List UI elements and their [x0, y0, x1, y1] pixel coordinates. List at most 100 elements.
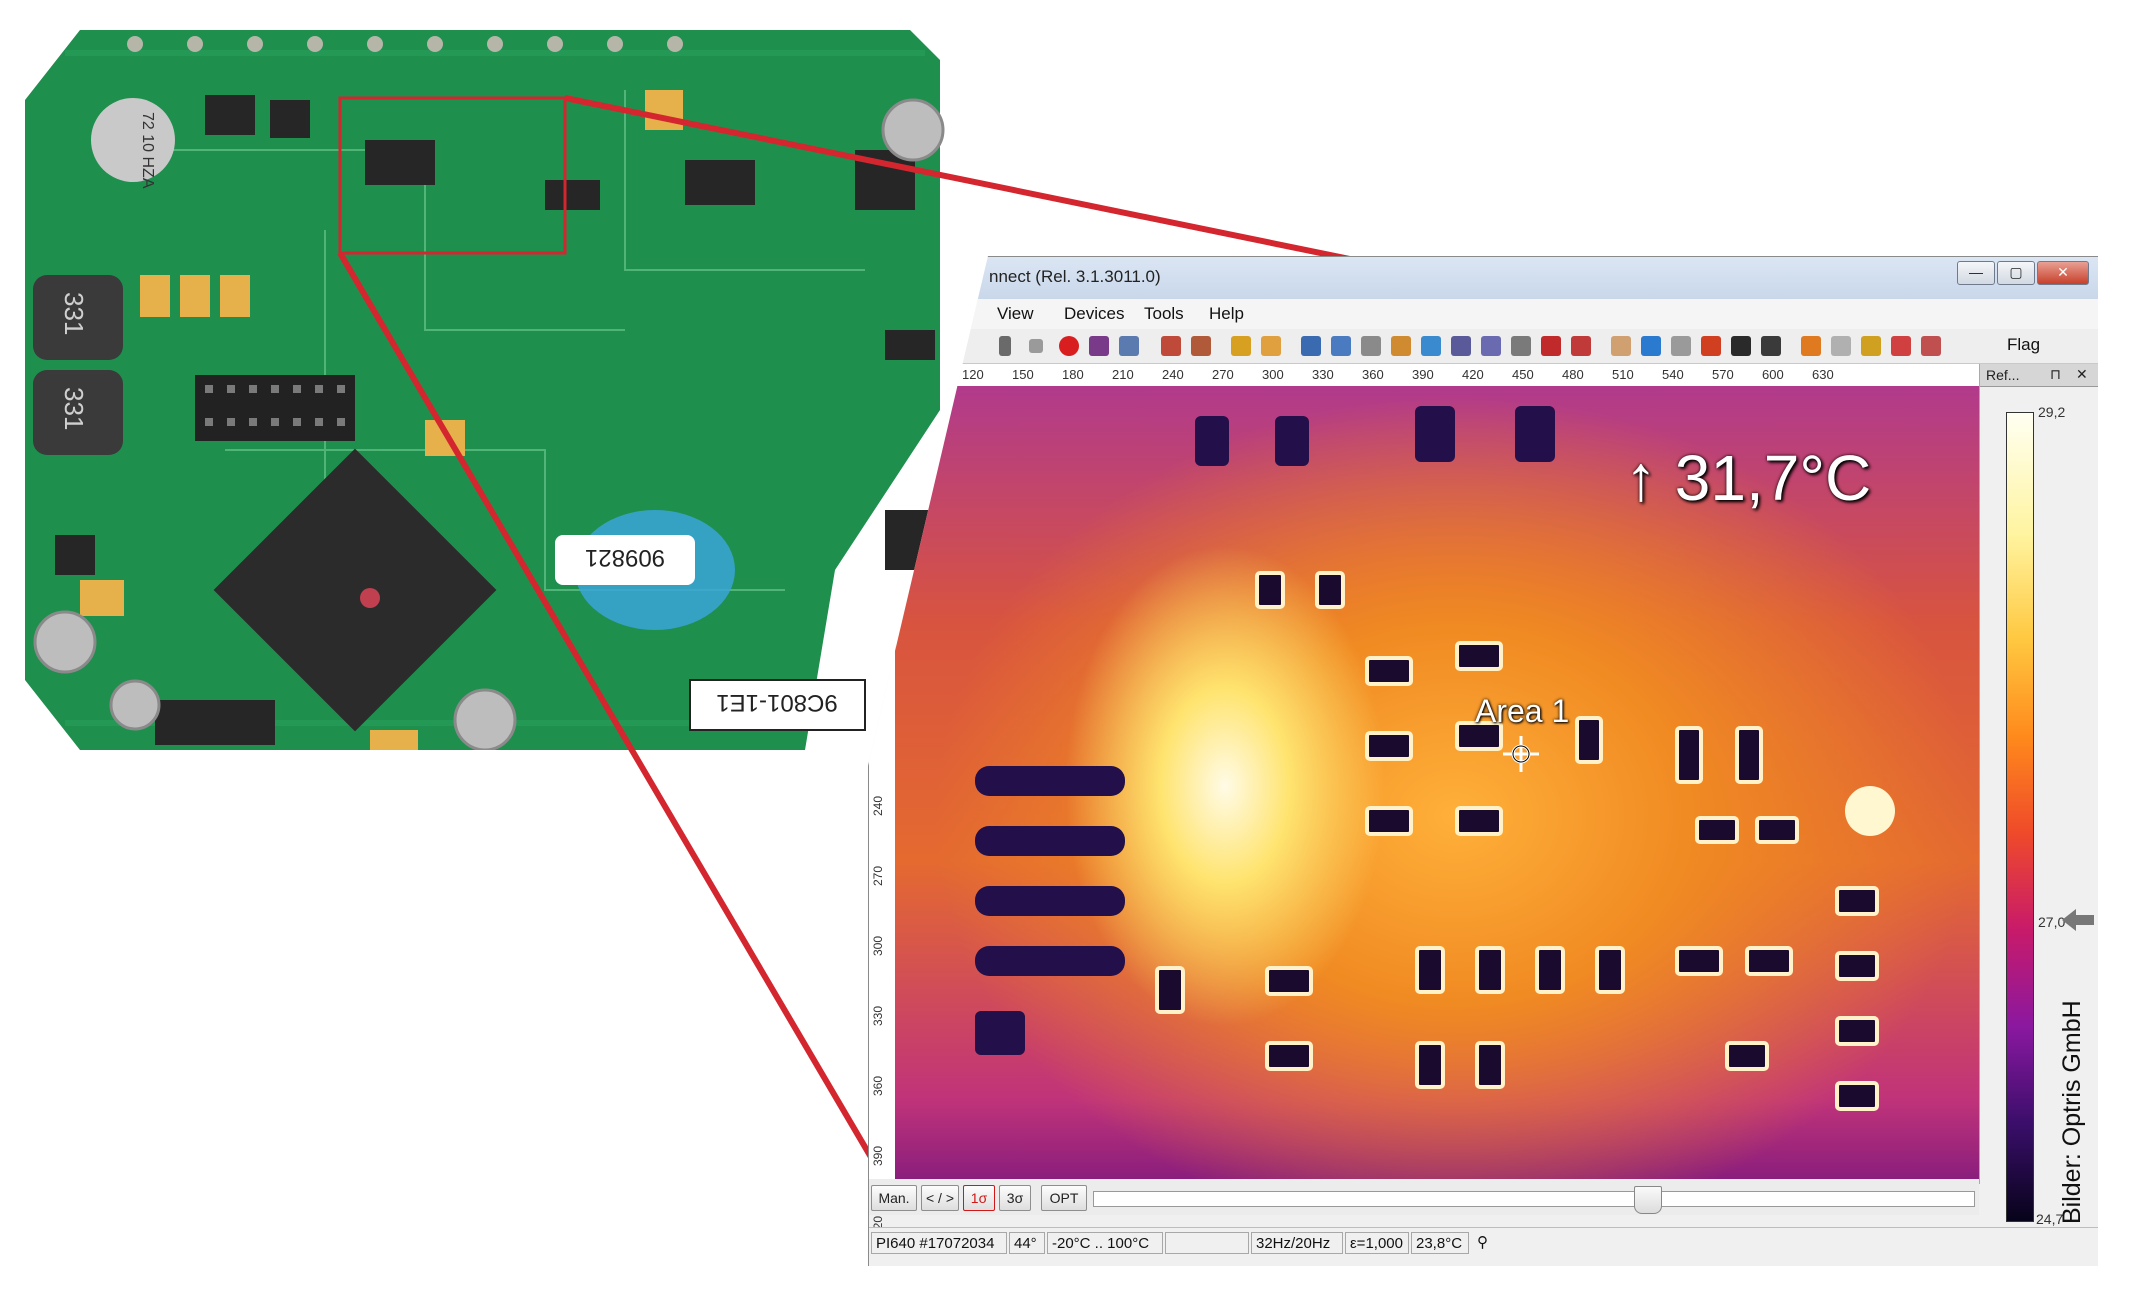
component — [1455, 641, 1503, 671]
snapshot-series-icon[interactable] — [1191, 336, 1211, 356]
status-empty — [1165, 1232, 1249, 1254]
component — [1835, 1016, 1879, 1046]
scale-arrow-icon[interactable] — [2062, 909, 2094, 931]
tools-icon[interactable] — [1761, 336, 1781, 356]
ruler-tick: 240 — [1162, 367, 1184, 382]
slider-thumb[interactable] — [1634, 1186, 1662, 1214]
zoom-fit-icon[interactable] — [1641, 336, 1661, 356]
status-range: -20°C .. 100°C — [1047, 1232, 1163, 1254]
alarm-icon[interactable] — [1391, 336, 1411, 356]
pause-icon[interactable] — [999, 336, 1011, 356]
component — [1675, 726, 1703, 784]
hotspot-icon[interactable] — [1701, 336, 1721, 356]
line-chart-icon[interactable] — [1421, 336, 1441, 356]
opt-button[interactable]: OPT — [1041, 1185, 1087, 1211]
pin-status-icon[interactable]: ⚲ — [1477, 1234, 1488, 1251]
ruler-tick: 360 — [871, 1075, 885, 1096]
horizontal-ruler: 90 120 150 180 210 240 270 300 330 360 3… — [869, 364, 1979, 387]
manual-button[interactable]: Man. — [871, 1185, 917, 1211]
menu-view[interactable]: View — [997, 304, 1034, 323]
component — [1755, 816, 1799, 844]
close-button[interactable]: ✕ — [2037, 261, 2089, 285]
stop-icon[interactable] — [1029, 339, 1043, 353]
component — [975, 1011, 1025, 1055]
ruler-tick: 180 — [1062, 367, 1084, 382]
component — [1595, 946, 1625, 994]
status-bar: PI640 #17072034 44° -20°C .. 100°C 32Hz/… — [869, 1227, 2098, 1260]
battery-icon[interactable] — [1891, 336, 1911, 356]
status-emissivity: ε=1,000 — [1345, 1232, 1409, 1254]
component — [1455, 806, 1503, 836]
pcb-label-part: 9C801-1E1 — [716, 689, 837, 716]
menu-devices[interactable]: Devices — [1064, 304, 1125, 323]
measure-icon[interactable] — [1541, 336, 1561, 356]
scale-mid-label: 27,0 — [2038, 914, 2066, 930]
component — [1675, 946, 1723, 976]
palette-alt-icon[interactable] — [1261, 336, 1281, 356]
hand-icon[interactable] — [1611, 336, 1631, 356]
histogram-icon[interactable] — [1301, 336, 1321, 356]
ruler-tick: 360 — [1362, 367, 1384, 382]
flag-button[interactable]: Flag — [2007, 335, 2041, 354]
component — [1315, 571, 1345, 609]
pin-icon[interactable]: ⊓ — [2050, 366, 2061, 382]
thermal-image[interactable]: ↑ 31,7°C Area 1 — [895, 386, 1979, 1179]
inductor-label: 331 — [59, 292, 89, 335]
ruler-tick: 540 — [1662, 367, 1684, 382]
ruler-tick: 150 — [1012, 367, 1034, 382]
component — [1365, 731, 1413, 761]
snapshot-icon[interactable] — [1161, 336, 1181, 356]
component — [1515, 406, 1555, 462]
panel-title: Ref... — [1986, 367, 2020, 383]
component — [1725, 1041, 1769, 1071]
crosshair-icon[interactable] — [1503, 736, 1539, 772]
ruler-tick: 270 — [1212, 367, 1234, 382]
bar-chart-icon[interactable] — [1331, 336, 1351, 356]
export-icon[interactable] — [1831, 336, 1851, 356]
warning-icon[interactable] — [1861, 336, 1881, 356]
component-row — [975, 766, 1125, 796]
maximize-button[interactable]: ▢ — [1997, 261, 2035, 285]
capacitor-label: 72 10 HZA — [139, 112, 156, 189]
component — [1535, 946, 1565, 994]
reference-panel: Ref... ⊓ ✕ 29,2 27,0 Bilder: Optris GmbH — [1979, 364, 2098, 1224]
component — [1415, 946, 1445, 994]
scale-control-bar: Man. < / > 1σ 3σ OPT — [869, 1179, 1979, 1215]
frame-icon[interactable] — [1671, 336, 1691, 356]
ruler-icon[interactable] — [1571, 336, 1591, 356]
component — [1835, 886, 1879, 916]
ruler-tick: 480 — [1562, 367, 1584, 382]
menu-help[interactable]: Help — [1209, 304, 1244, 323]
menu-bar: View Devices Tools Help — [869, 299, 2098, 329]
camera-icon[interactable] — [1089, 336, 1109, 356]
temperature-color-scale[interactable] — [2006, 412, 2034, 1222]
ruler-tick: 300 — [1262, 367, 1284, 382]
range-button[interactable]: < / > — [921, 1185, 959, 1211]
grid-icon[interactable] — [1511, 336, 1531, 356]
ruler-tick: 270 — [871, 865, 885, 886]
pcb-photo: 331 331 72 10 HZA 909821 9C801-1E1 — [25, 30, 945, 750]
title-bar: nnect (Rel. 3.1.3011.0) — ▢ ✕ — [869, 257, 2098, 299]
palette-icon[interactable] — [1231, 336, 1251, 356]
component — [1475, 946, 1505, 994]
bars-icon[interactable] — [1731, 336, 1751, 356]
component — [1745, 946, 1793, 976]
scale-slider[interactable] — [1093, 1186, 1975, 1214]
component — [1275, 416, 1309, 466]
copy-icon[interactable] — [1119, 336, 1139, 356]
trend-icon[interactable] — [1481, 336, 1501, 356]
up-arrow-icon: ↑ — [1625, 442, 1657, 514]
one-sigma-button[interactable]: 1σ — [963, 1185, 995, 1211]
minimize-button[interactable]: — — [1957, 261, 1995, 285]
ruler-tick: 240 — [871, 795, 885, 816]
menu-tools[interactable]: Tools — [1144, 304, 1184, 323]
three-sigma-button[interactable]: 3σ — [999, 1185, 1031, 1211]
layout-icon[interactable] — [1361, 336, 1381, 356]
panel-close-icon[interactable]: ✕ — [2076, 366, 2088, 382]
emissivity-icon[interactable] — [1921, 336, 1941, 356]
ruler-tick: 420 — [1462, 367, 1484, 382]
record-icon[interactable] — [1059, 336, 1079, 356]
profile-icon[interactable] — [1451, 336, 1471, 356]
color-icon[interactable] — [1801, 336, 1821, 356]
ruler-tick: 390 — [1412, 367, 1434, 382]
